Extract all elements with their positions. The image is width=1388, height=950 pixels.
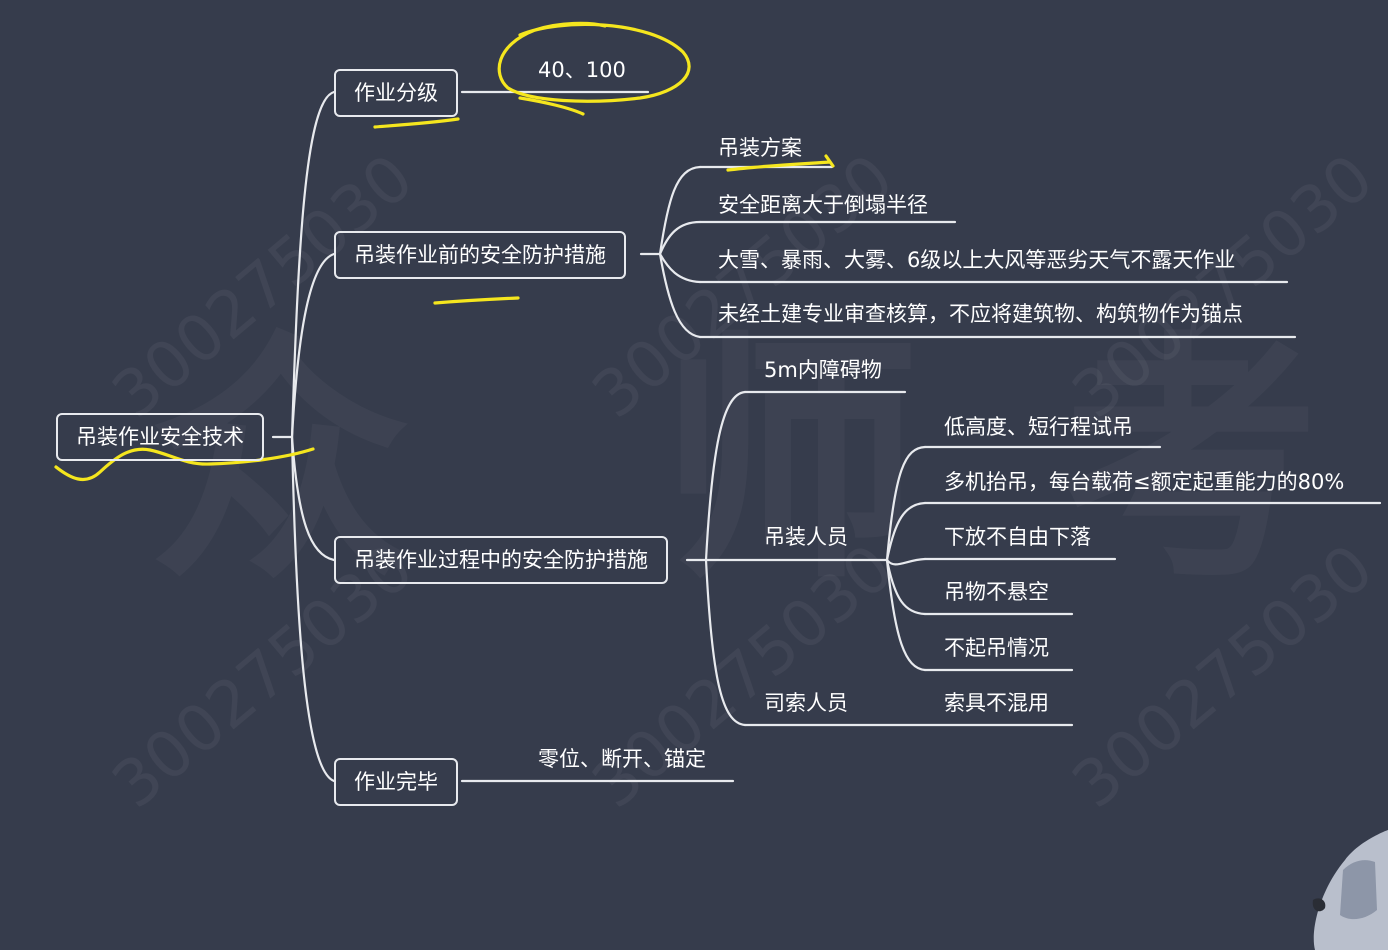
connector <box>290 252 336 439</box>
connector <box>290 435 336 783</box>
leaf-before-item: 安全距离大于倒塌半径 <box>718 193 928 217</box>
connector <box>885 445 927 562</box>
connector <box>658 252 702 284</box>
leaf-crew-item: 吊物不悬空 <box>944 580 1049 604</box>
leaf-before-item: 吊装方案 <box>718 136 802 160</box>
connector <box>290 90 336 439</box>
branch-node-grading[interactable]: 作业分级 <box>334 69 458 117</box>
connector <box>290 435 336 562</box>
highlight-underline <box>373 117 460 129</box>
sub-node-rigger: 司索人员 <box>764 691 848 715</box>
highlight-underline <box>433 296 520 305</box>
branch-node-before-measures[interactable]: 吊装作业前的安全防护措施 <box>334 231 626 279</box>
branch-node-finish[interactable]: 作业完毕 <box>334 758 458 806</box>
leaf-before-item: 未经土建专业审查核算，不应将建筑物、构筑物作为锚点 <box>718 302 1243 326</box>
leaf-finish-item: 零位、断开、锚定 <box>538 747 706 771</box>
highlight-circle <box>497 21 691 103</box>
connector <box>885 557 927 566</box>
connector <box>704 390 747 562</box>
branch-node-during-measures[interactable]: 吊装作业过程中的安全防护措施 <box>334 536 668 584</box>
connector <box>704 558 747 727</box>
leaf-rigger-item: 索具不混用 <box>944 691 1049 715</box>
leaf-crew-item: 多机抬吊，每台载荷≤额定起重能力的80% <box>944 470 1345 494</box>
root-node[interactable]: 吊装作业安全技术 <box>56 413 264 461</box>
leaf-crew-item: 下放不自由下落 <box>944 525 1091 549</box>
connector <box>658 165 702 256</box>
leaf-crew-item: 低高度、短行程试吊 <box>944 415 1133 439</box>
connector <box>658 220 702 256</box>
presenter-shoulder <box>1312 830 1388 950</box>
connector <box>658 252 702 339</box>
leaf-grading-values: 40、100 <box>538 58 626 82</box>
connector <box>885 558 927 672</box>
connector <box>885 501 927 562</box>
leaf-obstacle: 5m内障碍物 <box>764 358 882 382</box>
highlight-underline <box>518 96 585 116</box>
leaf-before-item: 大雪、暴雨、大雾、6级以上大风等恶劣天气不露天作业 <box>718 248 1236 272</box>
connector <box>885 558 927 616</box>
sub-node-crew: 吊装人员 <box>764 525 848 549</box>
leaf-crew-item: 不起吊情况 <box>944 636 1049 660</box>
highlight-underline <box>726 154 835 172</box>
